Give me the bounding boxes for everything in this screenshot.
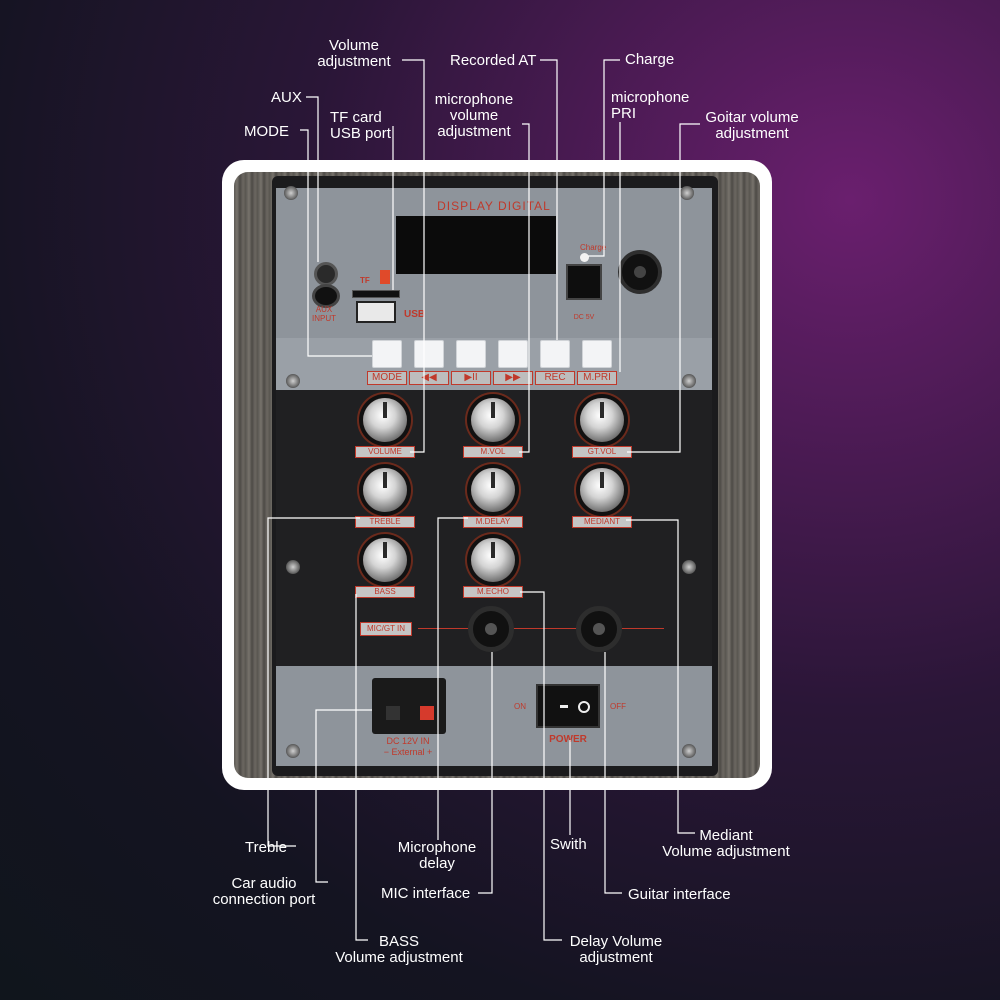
- screw-icon: [682, 744, 696, 758]
- label-guitar-interface: Guitar interface: [628, 886, 731, 903]
- leader-mode: [300, 129, 372, 357]
- guitar-input-jack[interactable]: [576, 606, 622, 652]
- mic-echo-knob[interactable]: [471, 538, 515, 582]
- prev-button[interactable]: [414, 340, 444, 368]
- leader-treble: [267, 517, 360, 847]
- mic-delay-knob-label: M.DELAY: [463, 516, 523, 528]
- dc-12v-label: DC 12V IN− External +: [383, 736, 433, 757]
- leader-bass: [355, 594, 368, 941]
- label-recorded-at: Recorded AT: [450, 52, 537, 69]
- dc-5v-jack[interactable]: [566, 264, 602, 300]
- screw-icon: [286, 744, 300, 758]
- terminal-negative[interactable]: [386, 706, 400, 720]
- mic-echo-knob-label: M.ECHO: [463, 586, 523, 598]
- display-title: DISPLAY DIGITAL: [437, 199, 551, 213]
- power-label: POWER: [549, 734, 587, 745]
- charge-label: Charge: [580, 243, 607, 252]
- screw-icon: [284, 186, 298, 200]
- leader-mic-delay: [437, 517, 468, 840]
- mpri-button-label: M.PRI: [577, 371, 617, 385]
- usb-port[interactable]: [356, 301, 396, 323]
- leader-car-audio: [315, 709, 372, 883]
- switch-on-label: ON: [514, 702, 526, 711]
- tf-label: TF: [360, 276, 370, 285]
- next-button-label: ▶▶: [493, 371, 533, 385]
- prev-button-label: ◀◀: [409, 371, 449, 385]
- leader-mic-volume: [519, 123, 530, 453]
- label-aux: AUX: [271, 89, 302, 106]
- leader-guitar-interface: [604, 652, 622, 894]
- screw-icon: [286, 374, 300, 388]
- mic-volume-knob[interactable]: [471, 398, 515, 442]
- mediant-knob[interactable]: [580, 468, 624, 512]
- screw-icon: [682, 560, 696, 574]
- play-pause-button-label: ▶II: [451, 371, 491, 385]
- terminal-positive[interactable]: [420, 706, 434, 720]
- mode-button[interactable]: [372, 340, 402, 368]
- rec-button-label: REC: [535, 371, 575, 385]
- mic-input-jack[interactable]: [468, 606, 514, 652]
- tf-indicator: [380, 270, 390, 284]
- leader-mediant: [626, 519, 695, 834]
- rec-button[interactable]: [540, 340, 570, 368]
- volume-knob-label: VOLUME: [355, 446, 415, 458]
- screw-icon: [680, 186, 694, 200]
- screw-icon: [286, 560, 300, 574]
- volume-knob[interactable]: [363, 398, 407, 442]
- treble-knob[interactable]: [363, 468, 407, 512]
- mic-priority-jack[interactable]: [618, 250, 662, 294]
- usb-label: USB: [404, 309, 426, 320]
- dc-5v-label: DC 5V: [573, 314, 595, 321]
- mic-gt-divider: [418, 628, 664, 629]
- bottom-grey-section: [276, 666, 712, 766]
- tf-card-slot[interactable]: [352, 290, 400, 298]
- leader-recorded-at: [540, 59, 558, 340]
- leader-mic-interface: [478, 652, 493, 894]
- bass-knob-label: BASS: [355, 586, 415, 598]
- power-switch[interactable]: [536, 684, 600, 728]
- mpri-button[interactable]: [582, 340, 612, 368]
- leader-aux: [306, 96, 319, 262]
- mediant-knob-label: MEDIANT: [572, 516, 632, 528]
- play-pause-button[interactable]: [456, 340, 486, 368]
- label-mode: MODE: [244, 123, 289, 140]
- leader-volume: [402, 59, 425, 453]
- leader-delay-volume: [520, 591, 562, 941]
- label-charge: Charge: [625, 51, 675, 68]
- label-switch: Swith: [550, 836, 587, 853]
- charge-led: [580, 253, 589, 262]
- mode-button-label: MODE: [367, 371, 407, 385]
- leader-guitar-volume: [627, 123, 700, 453]
- mic-gt-in-label: MIC/GT IN: [360, 622, 412, 636]
- aux-input-port[interactable]: [312, 284, 340, 308]
- guitar-volume-knob[interactable]: [580, 398, 624, 442]
- label-mic-interface: MIC interface: [381, 885, 471, 902]
- leader-charge: [588, 59, 620, 257]
- screw-icon: [682, 374, 696, 388]
- bass-knob[interactable]: [363, 538, 407, 582]
- next-button[interactable]: [498, 340, 528, 368]
- switch-off-label: OFF: [610, 702, 626, 711]
- mic-delay-knob[interactable]: [471, 468, 515, 512]
- treble-knob-label: TREBLE: [355, 516, 415, 528]
- label-treble: Treble: [245, 839, 287, 856]
